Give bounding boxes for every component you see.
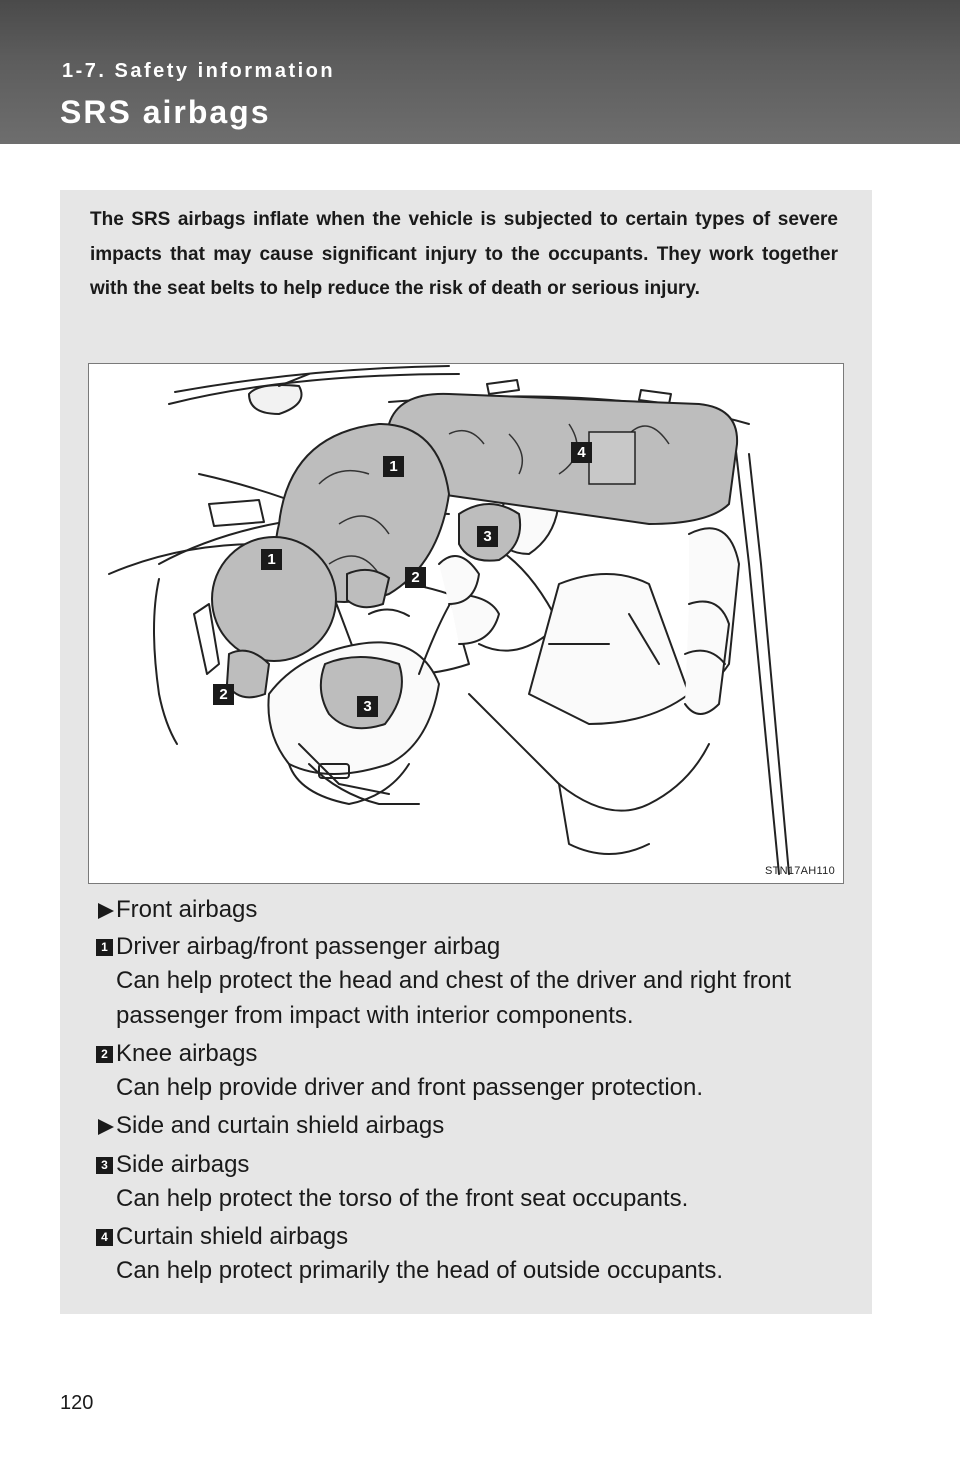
callout-1-passenger: 1 <box>383 456 404 477</box>
list-item-side-desc: Can help protect the torso of the front … <box>116 1185 689 1212</box>
page-header: 1-7. Safety information SRS airbags <box>0 0 960 144</box>
callout-2-driver-knee: 2 <box>213 684 234 705</box>
airbag-illustration: 1 4 3 1 2 2 3 STN17AH110 <box>88 363 844 884</box>
vehicle-interior-drawing <box>108 365 790 875</box>
section-label: 1-7. Safety information <box>62 60 336 82</box>
page-title: SRS airbags <box>60 94 271 130</box>
driver-airbag-shape <box>211 536 337 662</box>
callout-3-passenger-side: 3 <box>477 526 498 547</box>
callout-2-passenger-knee: 2 <box>405 567 426 588</box>
list-item-knee-desc: Can help provide driver and front passen… <box>116 1074 704 1101</box>
intro-paragraph: The SRS airbags inflate when the vehicle… <box>90 209 838 299</box>
figure-code: STN17AH110 <box>764 865 835 877</box>
number-3-icon: 3 <box>96 1157 113 1174</box>
list-item-driver-passenger-desc-2: passenger from impact with interior comp… <box>116 1002 634 1029</box>
callout-3-driver-side: 3 <box>357 696 378 717</box>
number-2-icon: 2 <box>96 1046 113 1063</box>
triangle-bullet-icon <box>98 1119 114 1135</box>
triangle-bullet-icon <box>98 903 114 919</box>
callout-4-curtain: 4 <box>571 442 592 463</box>
page-number: 120 <box>60 1392 94 1414</box>
list-item-driver-passenger-desc-1: Can help protect the head and chest of t… <box>116 967 792 994</box>
list-item-curtain-desc: Can help protect primarily the head of o… <box>116 1257 724 1284</box>
callout-1-driver: 1 <box>261 549 282 570</box>
number-1-icon: 1 <box>96 939 113 956</box>
number-4-icon: 4 <box>96 1229 113 1246</box>
